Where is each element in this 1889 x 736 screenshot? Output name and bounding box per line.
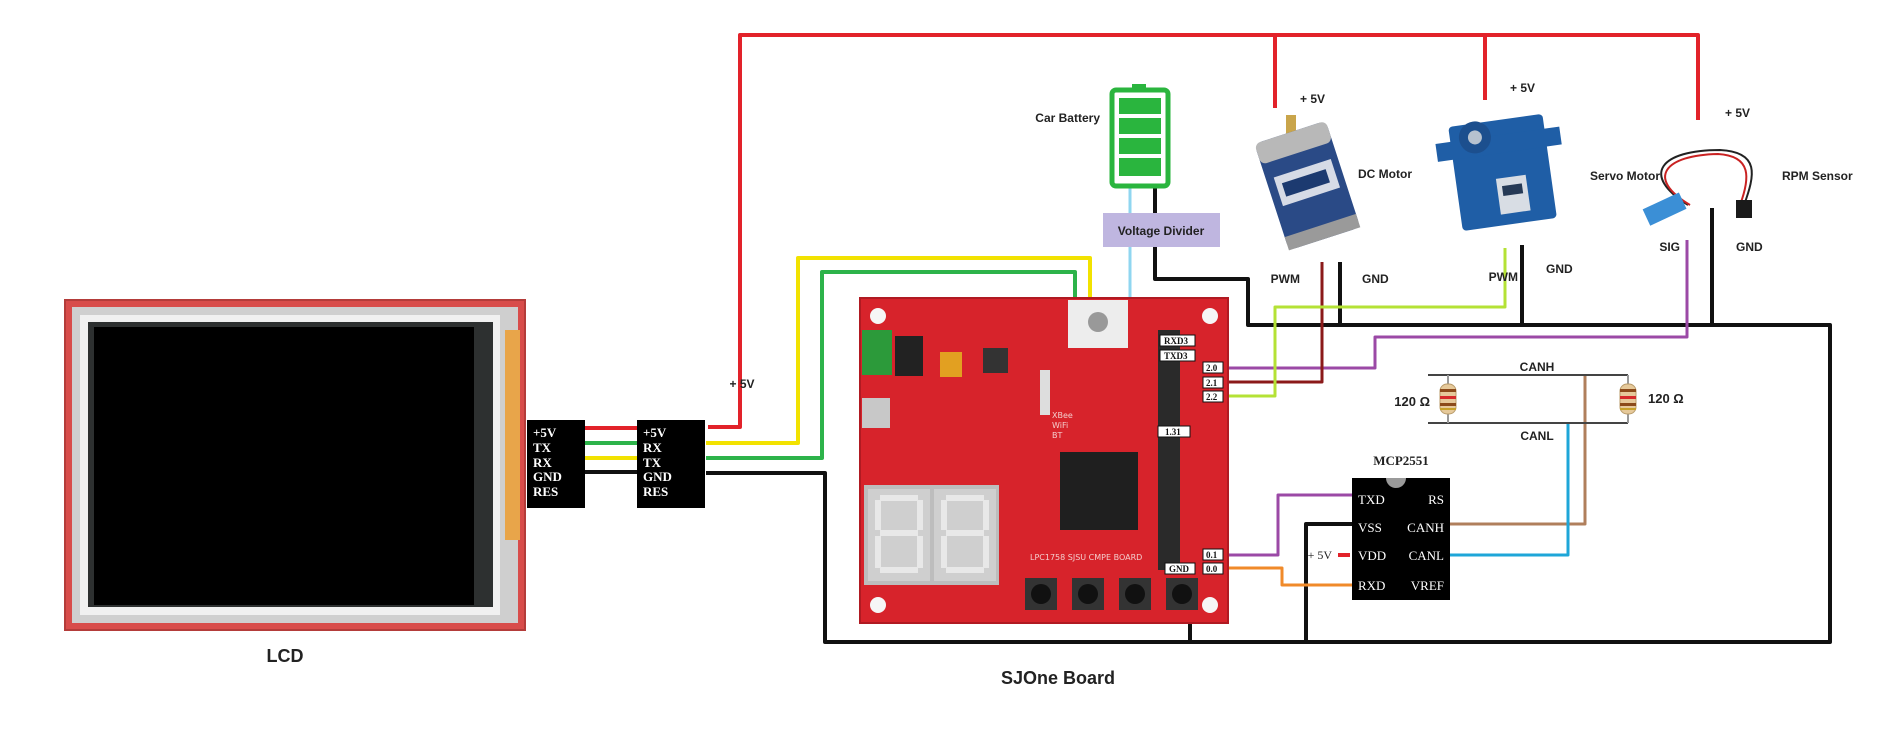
dc-motor: DC Motor + 5V PWM GND xyxy=(1255,92,1412,286)
power-wire-bus xyxy=(708,33,1700,429)
canh-label: CANH xyxy=(1520,360,1555,374)
mcp-pin-txd: TXD xyxy=(1358,492,1385,507)
pin-gnd: GND xyxy=(1169,564,1190,574)
voltage-divider-label: Voltage Divider xyxy=(1118,224,1205,238)
silk-xbee: XBee xyxy=(1052,411,1073,420)
servo-pwm-wire xyxy=(1223,248,1507,398)
pin-2-2: 2.2 xyxy=(1206,392,1218,402)
dc-motor-pwm-label: PWM xyxy=(1271,272,1300,286)
mcp-pin-canh: CANH xyxy=(1407,520,1444,535)
board-pin-labels: RXD3 TXD3 2.0 2.1 2.2 1.31 0.1 GND 0.0 xyxy=(1157,334,1224,575)
board-header-gnd: GND xyxy=(643,469,672,484)
lcd-module: LCD xyxy=(64,299,526,666)
lcd-pin-rx: RX xyxy=(533,455,552,470)
rpm-sensor-gnd-label: GND xyxy=(1736,240,1763,254)
mcp-pin-rs: RS xyxy=(1428,492,1444,507)
dc-motor-gnd-label: GND xyxy=(1362,272,1389,286)
pin-2-0: 2.0 xyxy=(1206,363,1218,373)
board-buttons xyxy=(1025,578,1198,610)
resistor-left-label: 120 Ω xyxy=(1394,394,1430,409)
rxd-can-wire xyxy=(1223,566,1352,587)
lcd-pin-gnd: GND xyxy=(533,469,562,484)
dc-pwm-wire xyxy=(1223,262,1324,384)
canh-wire xyxy=(1448,375,1587,526)
servo-motor: Servo Motor + 5V PWM GND xyxy=(1435,81,1660,284)
rpm-sensor-sig-label: SIG xyxy=(1659,240,1680,254)
resistor-right-label: 120 Ω xyxy=(1648,391,1684,406)
canl-wire xyxy=(1448,423,1570,557)
ground-wire-vss xyxy=(1304,522,1352,642)
ground-wire-bus xyxy=(706,245,1832,644)
rpm-sensor-5v-label: + 5V xyxy=(1725,106,1750,120)
mcp2551-chip: MCP2551 TXD VSS VDD RXD RS CANH CANL VRE… xyxy=(1352,453,1450,600)
mcp2551-label: MCP2551 xyxy=(1373,453,1429,468)
rpm-sensor-label: RPM Sensor xyxy=(1782,169,1853,183)
board-header: +5V RX TX GND RES xyxy=(637,420,705,508)
pin-1-31: 1.31 xyxy=(1165,427,1181,437)
lcd-header: +5V TX RX GND RES xyxy=(527,420,585,508)
servo-motor-label: Servo Motor xyxy=(1590,169,1660,183)
resistor-left xyxy=(1439,375,1457,423)
pin-rxd3: RXD3 xyxy=(1164,336,1188,346)
lcd-pin-5v: +5V xyxy=(533,425,557,440)
board-header-res: RES xyxy=(643,484,668,499)
voltage-divider: Voltage Divider xyxy=(1103,213,1220,247)
board-label: SJOne Board xyxy=(1001,668,1115,688)
sig-wire xyxy=(1223,240,1689,370)
lcd-pin-res: RES xyxy=(533,484,558,499)
servo-motor-gnd-label: GND xyxy=(1546,262,1573,276)
dc-motor-label: DC Motor xyxy=(1358,167,1412,181)
mcp-pin-vref: VREF xyxy=(1411,578,1444,593)
can-bus: CANH CANL 120 Ω 120 Ω xyxy=(1394,360,1683,443)
silk-model: LPC1758 SJSU CMPE BOARD xyxy=(1030,553,1142,562)
pin-2-1: 2.1 xyxy=(1206,378,1218,388)
car-battery-label: Car Battery xyxy=(1035,111,1100,125)
mcp-pin-vss: VSS xyxy=(1358,520,1382,535)
sjone-board: XBee WiFi BT LPC1758 SJSU CMPE BOARD RXD… xyxy=(859,297,1229,688)
board-header-tx: TX xyxy=(643,455,662,470)
servo-motor-pwm-label: PWM xyxy=(1489,270,1518,284)
car-battery: Car Battery xyxy=(1035,84,1171,189)
servo-motor-5v-label: + 5V xyxy=(1510,81,1535,95)
canl-label: CANL xyxy=(1520,429,1553,443)
mcp-pin-rxd: RXD xyxy=(1358,578,1385,593)
pin-txd3: TXD3 xyxy=(1164,351,1188,361)
txd-can-wire xyxy=(1223,493,1352,557)
lcd-label: LCD xyxy=(267,646,304,666)
pin-0-0: 0.0 xyxy=(1206,564,1218,574)
dc-motor-5v-label: + 5V xyxy=(1300,92,1325,106)
seven-segment-display xyxy=(864,485,999,585)
resistor-right xyxy=(1619,375,1637,423)
mcp-pin-canl: CANL xyxy=(1409,548,1444,563)
mcp-pin-vdd: VDD xyxy=(1358,548,1386,563)
board-header-5v: +5V xyxy=(643,425,667,440)
lcd-pin-tx: TX xyxy=(533,440,552,455)
silk-wifi: WiFi xyxy=(1052,421,1068,430)
board-header-rx: RX xyxy=(643,440,662,455)
rpm-sensor: RPM Sensor + 5V SIG GND xyxy=(1642,106,1853,254)
vdd-5v-label: + 5V xyxy=(1308,548,1333,562)
silk-bt: BT xyxy=(1052,431,1062,440)
pin-0-1: 0.1 xyxy=(1206,550,1218,560)
lcd-5v-label: + 5V xyxy=(729,377,754,391)
